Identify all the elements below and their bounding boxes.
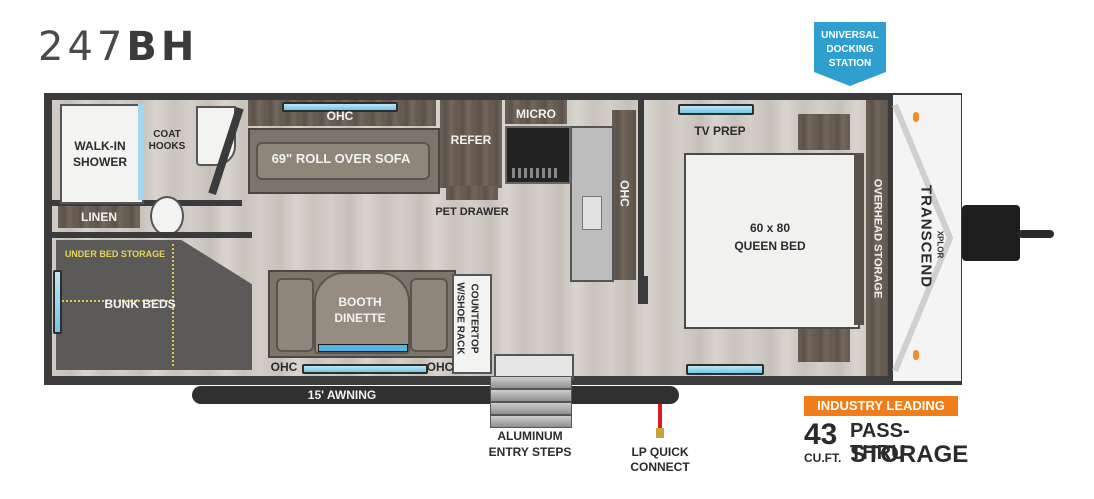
refrigerator — [440, 100, 502, 188]
kitchen-ohc-right-label: OHC — [617, 180, 632, 207]
shower-label-2: SHOWER — [73, 155, 127, 169]
entry-steps-label-2: ENTRY STEPS — [488, 445, 572, 459]
dinette-label-2: DINETTE — [334, 311, 386, 325]
nightstand-bottom — [798, 326, 850, 362]
queen-bed — [684, 153, 860, 329]
tv-prep-light — [678, 104, 754, 115]
shower-label-1: WALK-IN — [74, 139, 126, 153]
countertop-label-2: W/SHOE RACK — [454, 282, 466, 355]
under-bed-storage-outline — [62, 244, 174, 366]
front-chevron — [892, 103, 954, 373]
coat-hooks-label-1: COAT — [153, 129, 181, 140]
stove-grate — [512, 168, 560, 178]
ohc-top-label: OHC — [326, 109, 354, 123]
entry-step-2 — [490, 389, 572, 402]
entry-steps-label-1: ALUMINUM — [497, 429, 563, 443]
linen-cabinet — [58, 206, 140, 228]
kitchen-ohc-right — [612, 110, 636, 280]
model-suffix: BH — [126, 24, 199, 70]
sofa-label: 69" ROLL OVER SOFA — [271, 151, 411, 166]
model-title: 247BH — [38, 24, 198, 70]
storage-callout: 43 CU.FT. PASS-THRU STORAGE — [804, 418, 968, 470]
lp-label-1: LP QUICK — [631, 445, 689, 459]
queen-bed-size: 60 x 80 — [749, 221, 791, 235]
bathroom-wall — [52, 200, 242, 206]
pet-drawer — [446, 186, 498, 200]
ohc-top-light — [282, 102, 398, 112]
dinette-seat-right — [410, 278, 448, 352]
ohc-bottom-light — [302, 364, 428, 374]
entry-step-3 — [490, 402, 572, 415]
toilet — [150, 196, 184, 236]
dock-line-3: STATION — [829, 58, 871, 69]
model-number: 247 — [38, 24, 127, 70]
bed-headboard — [854, 153, 864, 325]
dock-line-2: DOCKING — [826, 44, 873, 55]
overhead-storage-label: OVERHEAD STORAGE — [871, 178, 884, 299]
dinette-label-1: BOOTH — [338, 295, 382, 309]
pet-drawer-label: PET DRAWER — [435, 206, 509, 218]
front-cap-light-bottom — [913, 350, 919, 360]
bunk-beds-label: BUNK BEDS — [104, 297, 176, 311]
front-cap-light-top — [913, 112, 919, 122]
micro-label: MICRO — [516, 107, 556, 121]
kitchen-sink — [582, 196, 602, 230]
entry-door — [494, 354, 574, 380]
awning — [192, 386, 679, 404]
countertop-label-1: COUNTERTOP — [468, 283, 480, 354]
storage-line-1: PASS-THRU — [850, 420, 910, 464]
entry-step-1 — [490, 376, 572, 389]
tv-prep-label: TV PREP — [694, 124, 746, 138]
dinette-seat-left — [276, 278, 314, 352]
nightstand-top — [798, 114, 850, 150]
lp-line — [658, 404, 662, 436]
brand-sub: XPLOR — [935, 230, 945, 259]
bedroom-wall-lower — [638, 276, 648, 304]
lp-label-2: CONNECT — [630, 460, 690, 474]
queen-bed-label: QUEEN BED — [734, 239, 806, 253]
awning-label: 15' AWNING — [307, 388, 377, 402]
under-bed-storage-label: UNDER BED STORAGE — [64, 249, 166, 259]
ohc-bottom-right-label: OHC — [426, 360, 454, 374]
storage-number: 43 — [804, 418, 838, 451]
sofa-cushion — [256, 142, 430, 180]
docking-station-badge: UNIVERSAL DOCKING STATION — [814, 22, 886, 86]
industry-leading-banner: INDUSTRY LEADING — [804, 396, 958, 416]
overhead-storage — [866, 100, 888, 376]
walk-in-shower — [60, 104, 144, 204]
countertop-shoe-rack — [452, 274, 492, 374]
linen-label: LINEN — [81, 210, 117, 224]
storage-unit: CU.FT. — [804, 451, 842, 465]
bedroom-wall — [638, 100, 644, 280]
hitch-tongue — [1018, 230, 1054, 238]
refer-label: REFER — [450, 133, 492, 147]
entry-step-4 — [490, 415, 572, 428]
coat-hooks-label-2: HOOKS — [148, 141, 186, 152]
dinette-table — [314, 272, 410, 354]
bunk-window — [53, 270, 62, 334]
bunk-divider — [62, 300, 168, 302]
dock-line-1: UNIVERSAL — [821, 30, 879, 41]
shower-glass — [138, 104, 144, 200]
bunk-wall — [52, 232, 252, 238]
hitch-block — [962, 205, 1020, 261]
dinette-light — [318, 344, 408, 352]
lp-fitting — [656, 428, 664, 438]
brand-name: TRANSCEND — [917, 184, 935, 289]
micro-cabinet — [505, 100, 567, 124]
ohc-bottom-left-label: OHC — [270, 360, 298, 374]
bedroom-window-bottom — [686, 364, 764, 375]
storage-line-2: STORAGE — [850, 441, 969, 468]
